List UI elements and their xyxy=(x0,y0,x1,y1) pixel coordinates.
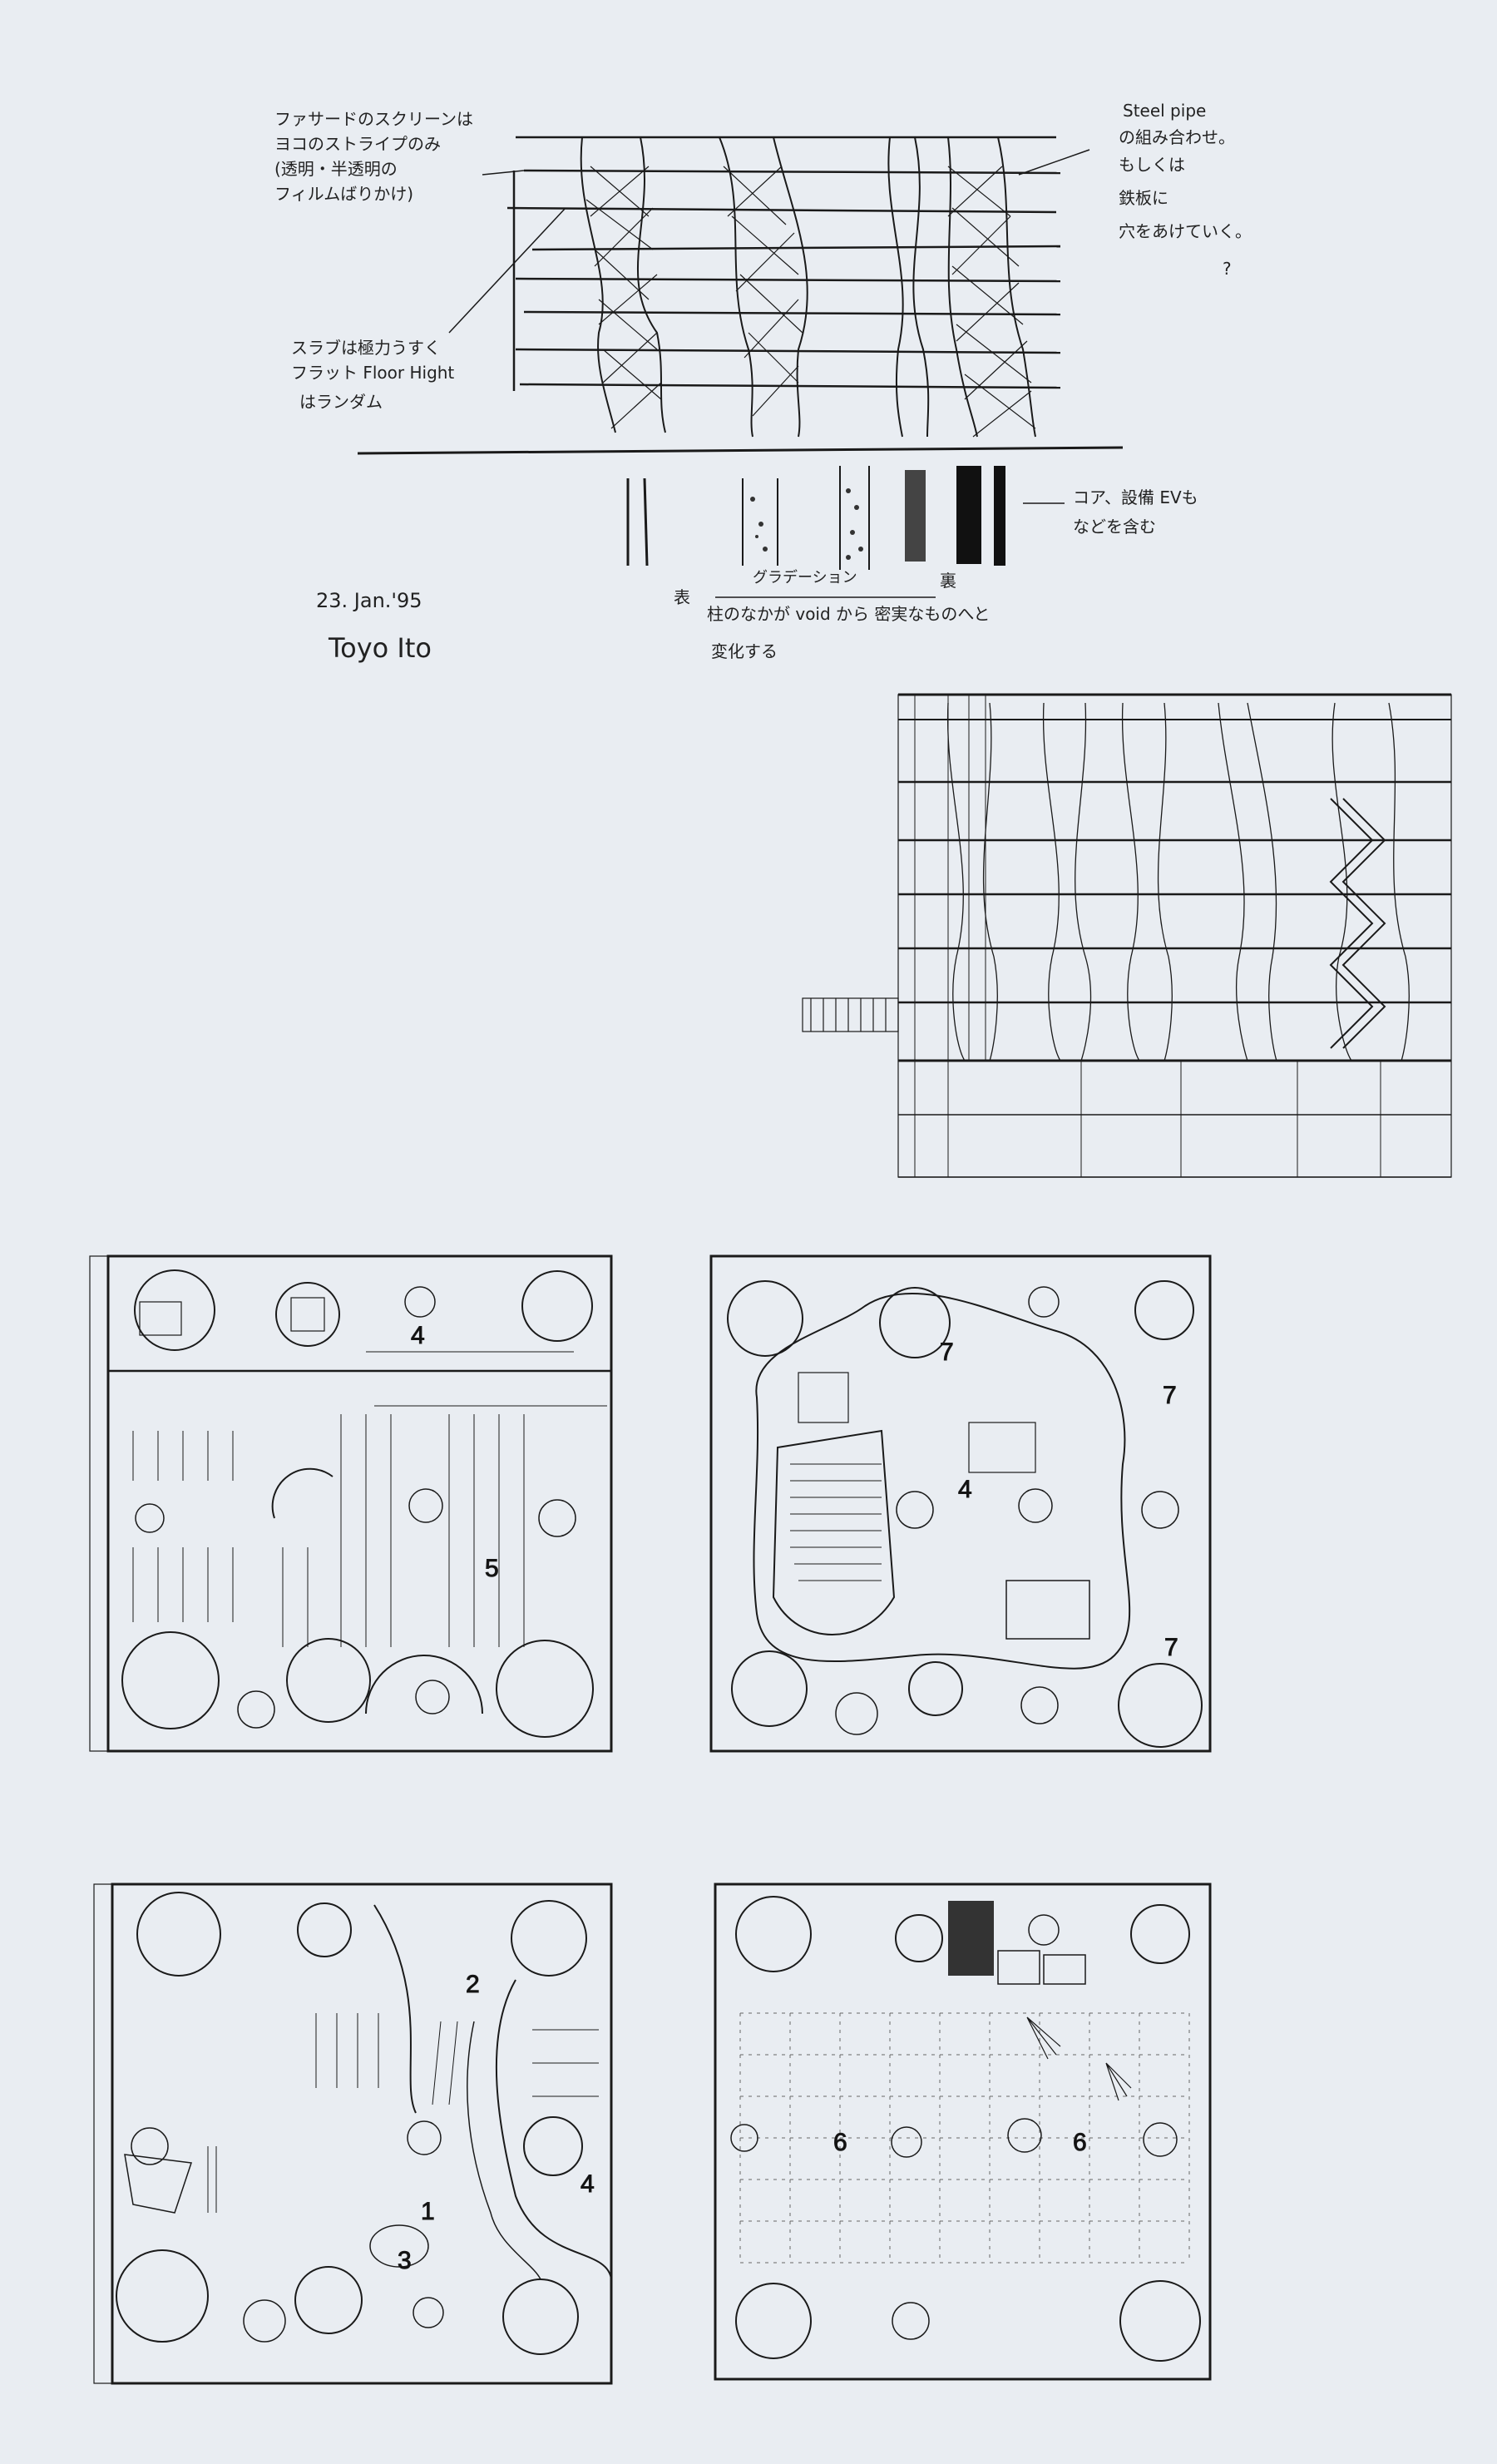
plan-upper-left: 4 5 xyxy=(89,1254,613,1753)
gradation-strips xyxy=(626,466,1005,570)
plan-ur-label-7c: 7 xyxy=(1164,1634,1178,1661)
note-core-1: コア、設備 EVも xyxy=(1073,487,1198,507)
note-slab-1: スラブは極力うすく xyxy=(291,338,441,358)
note-facade-4: フィルムばりかけ) xyxy=(274,184,413,204)
note-pipe-3: もしくは xyxy=(1119,155,1185,175)
note-pipe-5: 穴をあけていく。 xyxy=(1119,221,1252,241)
section-stair xyxy=(1329,798,1386,1049)
note-slab-2: フラット Floor Hight xyxy=(291,363,454,383)
note-slab-3: はランダム xyxy=(299,392,383,412)
note-facade-2: ヨコのストライプのみ xyxy=(274,134,441,154)
note-pipe-6: ? xyxy=(1223,259,1232,279)
plan-ll-label-1: 1 xyxy=(421,2198,435,2225)
signature-name: Toyo Ito xyxy=(328,632,432,664)
note-front: 表 xyxy=(674,587,690,607)
section-stepped-entry xyxy=(802,997,899,1032)
signature-date: 23. Jan.'95 xyxy=(316,589,422,612)
plan-lr-label-6b: 6 xyxy=(1073,2129,1087,2156)
plans: 4 5 xyxy=(89,1254,1212,2385)
note-core-2: などを含む xyxy=(1073,517,1156,537)
plan-lower-left: 2 4 1 3 xyxy=(93,1883,613,2385)
note-facade-1: ファサードのスクリーンは xyxy=(274,109,473,129)
note-facade-3: (透明・半透明の xyxy=(274,159,398,179)
plan-ul-label-4: 4 xyxy=(411,1322,425,1349)
plan-lr-label-6a: 6 xyxy=(833,2129,847,2156)
note-gradation: グラデーション xyxy=(753,569,857,586)
sketch-tubes xyxy=(580,136,1036,438)
plan-ur-label-4: 4 xyxy=(958,1476,972,1503)
plan-ul-label-5: 5 xyxy=(485,1555,499,1582)
concept-sketch: ファサードのスクリーンは ヨコのストライプのみ (透明・半透明の フィルムばりか… xyxy=(274,101,1252,664)
plan-ll-label-2: 2 xyxy=(466,1971,480,1998)
note-change-2: 変化する xyxy=(711,641,778,661)
plan-ll-label-4: 4 xyxy=(581,2170,595,2198)
note-pipe-4: 鉄板に xyxy=(1119,188,1168,208)
note-pipe-1: Steel pipe xyxy=(1123,101,1206,121)
plan-upper-right: 7 7 4 7 xyxy=(709,1254,1212,1753)
note-back: 裏 xyxy=(940,571,956,591)
plan-lower-right: 6 6 xyxy=(714,1883,1212,2381)
plan-ll-label-3: 3 xyxy=(398,2247,412,2274)
note-pipe-2: の組み合わせ。 xyxy=(1119,127,1235,147)
note-change-1: 柱のなかが void から 密実なものへと xyxy=(707,604,990,624)
plan-ur-label-7b: 7 xyxy=(1163,1382,1177,1409)
building-section xyxy=(802,693,1452,1178)
plan-ur-label-7a: 7 xyxy=(940,1338,954,1366)
